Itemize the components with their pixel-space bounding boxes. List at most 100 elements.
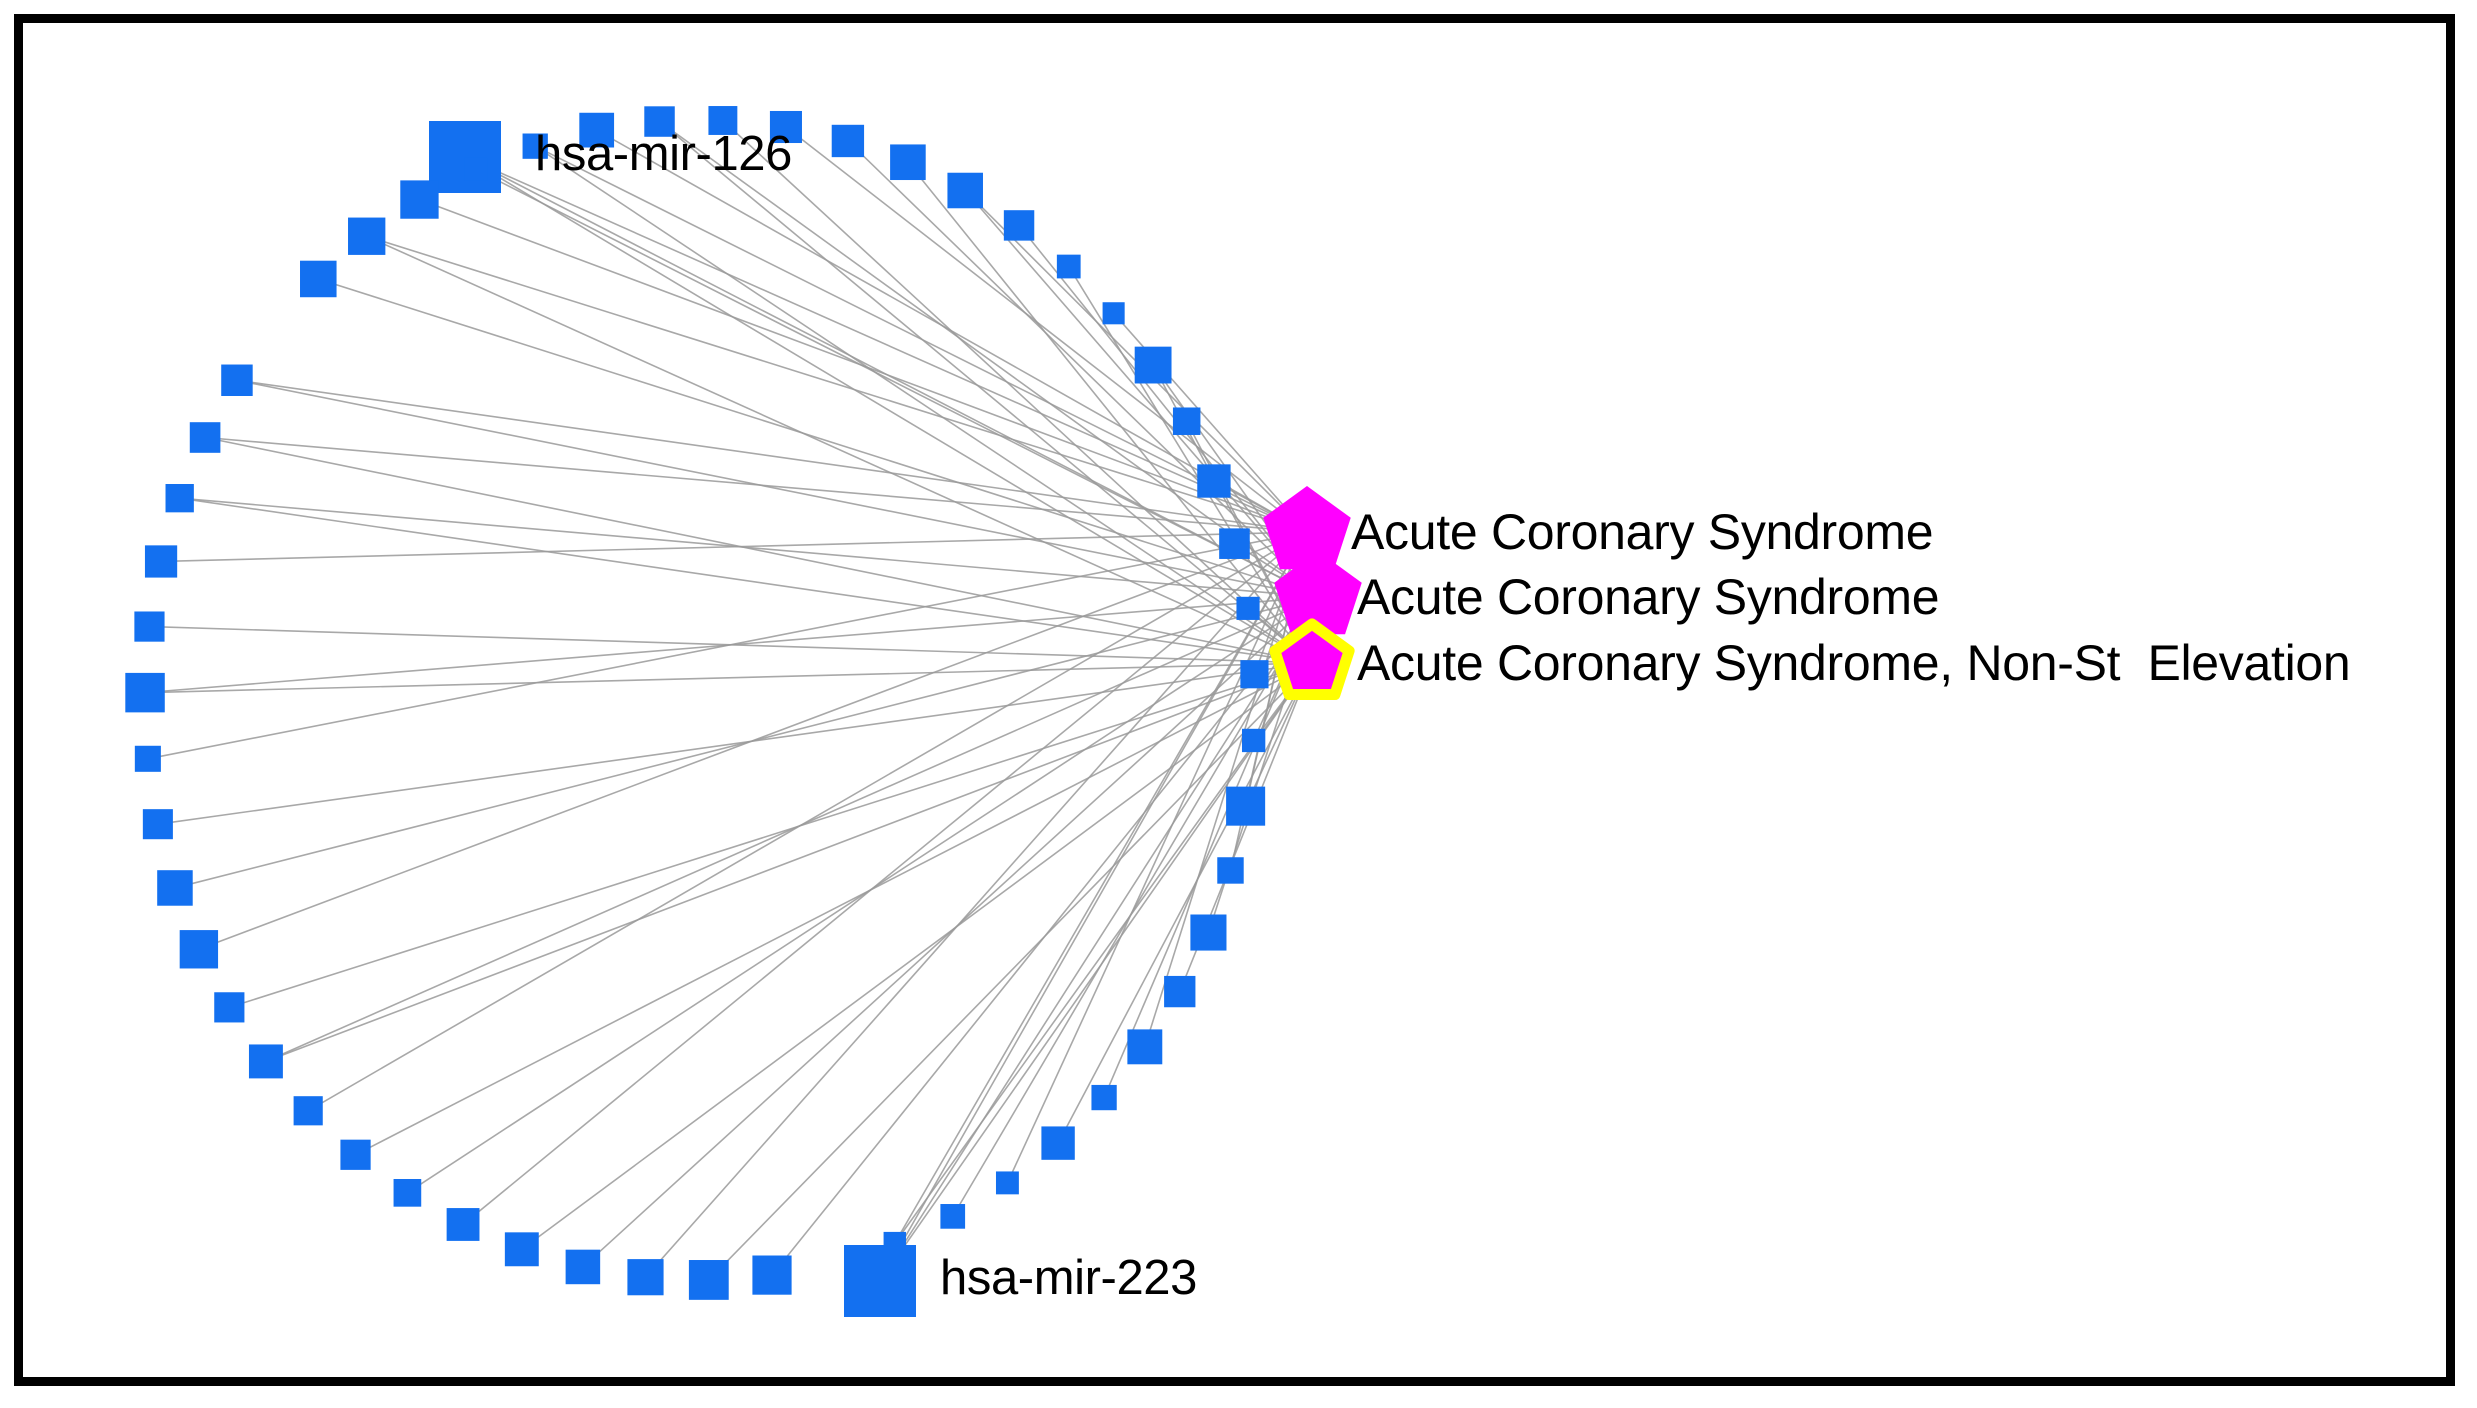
graph-edge xyxy=(406,596,1319,1194)
mirna-node-hsa-mir-126[interactable] xyxy=(429,121,501,193)
graph-edge xyxy=(907,161,1313,664)
mirna-node[interactable] xyxy=(1240,660,1269,689)
graph-edge xyxy=(952,596,1319,1217)
mirna-node[interactable] xyxy=(522,133,548,159)
disease-label-acute-coronary-syndrome-non-st-elevation: Acute Coronary Syndrome, Non-St Elevatio… xyxy=(1357,635,2351,691)
disease-label-acute-coronary-syndrome-1: Acute Coronary Syndrome xyxy=(1351,504,1934,560)
mirna-node[interactable] xyxy=(627,1259,664,1296)
mirna-node[interactable] xyxy=(393,1179,422,1207)
graph-edge xyxy=(1068,266,1313,664)
mirna-node[interactable] xyxy=(144,545,178,578)
mirna-node[interactable] xyxy=(504,1232,539,1267)
mirna-node[interactable] xyxy=(1102,302,1125,325)
mirna-node[interactable] xyxy=(1003,210,1035,241)
mirna-node[interactable] xyxy=(752,1255,792,1295)
graph-edge xyxy=(894,531,1308,1244)
mirna-node[interactable] xyxy=(1127,1029,1163,1065)
mirna-node[interactable] xyxy=(125,672,165,713)
mirna-node[interactable] xyxy=(142,809,173,840)
mirna-node[interactable] xyxy=(157,870,193,906)
graph-edge xyxy=(464,156,1313,664)
graph-edge xyxy=(1018,224,1319,598)
graph-edge xyxy=(236,379,1319,598)
disease-node-acs-1[interactable] xyxy=(1263,486,1351,570)
mirna-node[interactable] xyxy=(214,992,245,1023)
mirna-node[interactable] xyxy=(1164,975,1196,1008)
mirna-nodes-layer xyxy=(125,106,1269,1317)
mirna-node[interactable] xyxy=(300,260,337,298)
mirna-node[interactable] xyxy=(831,124,865,158)
mirna-node-hsa-mir-223[interactable] xyxy=(844,1245,916,1317)
disease-node-acs-nste[interactable] xyxy=(1269,618,1355,701)
mirna-node[interactable] xyxy=(340,1139,371,1170)
mirna-node[interactable] xyxy=(293,1096,323,1126)
graph-edge xyxy=(659,120,1313,664)
mirna-node[interactable] xyxy=(940,1204,966,1229)
graph-edge xyxy=(1144,531,1308,1048)
mirna-node[interactable] xyxy=(1041,1126,1075,1160)
mirna-node[interactable] xyxy=(579,112,615,148)
mirna-node[interactable] xyxy=(1091,1084,1117,1111)
mirna-node[interactable] xyxy=(890,144,926,181)
mirna-node[interactable] xyxy=(995,1171,1019,1195)
mirna-node[interactable] xyxy=(1226,786,1266,826)
mirna-node[interactable] xyxy=(1190,914,1227,951)
graph-edge xyxy=(894,662,1313,1244)
graph-edge xyxy=(462,531,1308,1226)
disease-node-acs-2[interactable] xyxy=(1274,551,1362,635)
mirna-label-hsa-mir-223: hsa-mir-223 xyxy=(940,1251,1198,1305)
graph-edge xyxy=(708,662,1313,1281)
mirna-node[interactable] xyxy=(1197,464,1231,498)
graph-edge xyxy=(229,662,1313,1009)
edges-layer xyxy=(144,119,1319,1282)
graph-edge xyxy=(534,145,1313,664)
graph-edge xyxy=(265,662,1313,1063)
graph-edge xyxy=(475,168,1319,598)
mirna-node[interactable] xyxy=(400,180,439,219)
mirna-node[interactable] xyxy=(1172,407,1201,435)
graph-edge xyxy=(964,189,1319,598)
mirna-node[interactable] xyxy=(134,611,165,642)
mirna-node[interactable] xyxy=(1236,596,1260,620)
graph-edge xyxy=(464,156,1308,533)
mirna-node[interactable] xyxy=(644,106,675,137)
mirna-node[interactable] xyxy=(179,930,219,969)
mirna-node[interactable] xyxy=(189,422,221,453)
graph-edge xyxy=(355,662,1313,1156)
graph-edge xyxy=(318,278,1319,598)
mirna-node[interactable] xyxy=(1219,528,1250,559)
graph-edge xyxy=(157,662,1313,825)
mirna-node[interactable] xyxy=(1241,728,1266,753)
graph-edge xyxy=(879,662,1313,1282)
graph-edge xyxy=(149,625,1313,664)
graph-edge xyxy=(644,531,1308,1278)
graph-edge xyxy=(1006,531,1308,1184)
graph-edge xyxy=(236,379,1308,533)
mirna-node[interactable] xyxy=(248,1044,283,1079)
mirna-label-hsa-mir-126: hsa-mir-126 xyxy=(535,127,793,181)
graph-edge xyxy=(204,436,1313,664)
mirna-node[interactable] xyxy=(688,1260,729,1300)
graph-edge xyxy=(145,662,1313,694)
graph-edge xyxy=(521,662,1313,1250)
disease-label-acute-coronary-syndrome-2: Acute Coronary Syndrome xyxy=(1357,569,1940,625)
graph-edge xyxy=(722,119,1313,664)
mirna-node[interactable] xyxy=(464,157,488,181)
mirna-node[interactable] xyxy=(1056,254,1081,279)
graph-edge xyxy=(879,531,1308,1282)
mirna-node[interactable] xyxy=(769,110,802,144)
mirna-node[interactable] xyxy=(565,1249,601,1285)
mirna-node[interactable] xyxy=(1217,857,1244,884)
mirna-node[interactable] xyxy=(165,484,194,513)
mirna-node[interactable] xyxy=(1134,346,1172,384)
mirna-node[interactable] xyxy=(708,106,738,135)
graph-edge xyxy=(1113,312,1308,533)
mirna-node[interactable] xyxy=(348,217,386,255)
mirna-node[interactable] xyxy=(134,745,161,772)
mirna-node[interactable] xyxy=(221,364,253,396)
mirna-node[interactable] xyxy=(947,172,983,209)
graph-edge xyxy=(366,235,1313,664)
disease-nodes-layer xyxy=(1263,486,1362,701)
mirna-node[interactable] xyxy=(446,1208,480,1241)
